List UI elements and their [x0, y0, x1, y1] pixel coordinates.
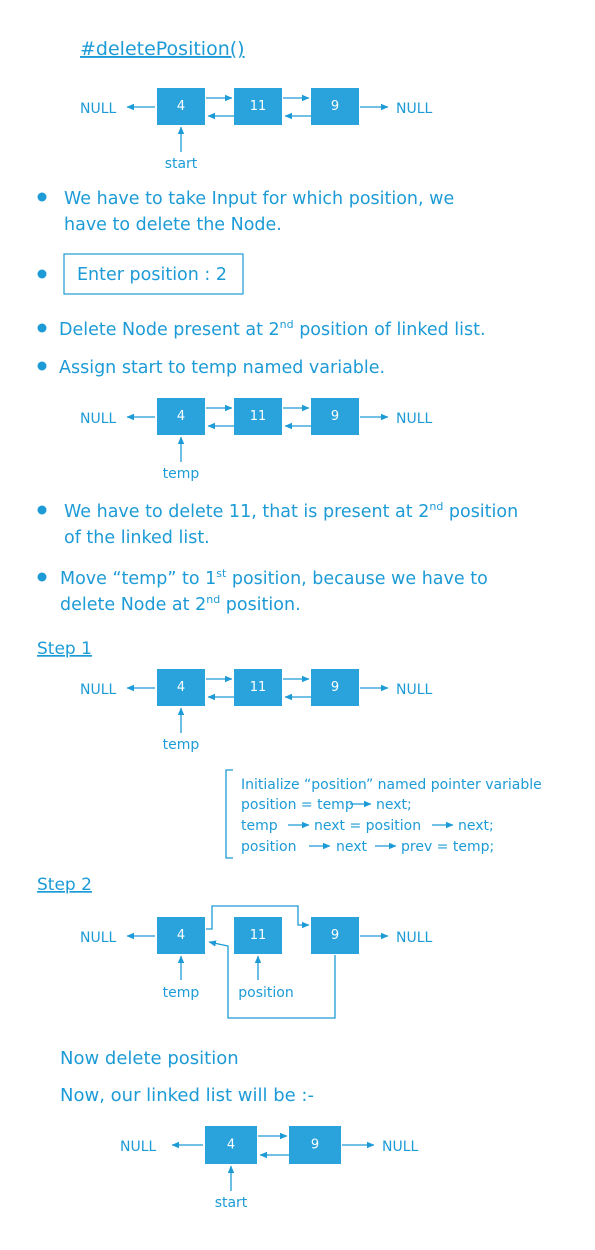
- temp-label: temp: [163, 466, 200, 482]
- position-label: position: [238, 985, 293, 1001]
- node-9: [289, 1126, 341, 1164]
- list-diagram-step1: NULL 4 11 9 NULL temp: [80, 669, 433, 753]
- code-line-4a: position: [241, 839, 296, 855]
- bullet-dot: [37, 323, 47, 333]
- bullet-dot: [37, 192, 47, 202]
- node-4-value: 4: [227, 1138, 235, 1153]
- null-label-right: NULL: [396, 411, 433, 427]
- code-line-2a: position = temp: [241, 797, 354, 813]
- code-line-3c: next;: [458, 818, 494, 834]
- node-9-value: 9: [331, 680, 339, 695]
- node-4: [157, 88, 205, 125]
- code-line-3a: temp: [241, 818, 278, 834]
- prev-link-9-to-4: [208, 940, 336, 1019]
- null-label-left: NULL: [80, 930, 117, 946]
- code-block: Initialize “position” named pointer vari…: [225, 769, 542, 859]
- null-label-right: NULL: [382, 1139, 419, 1155]
- bullet-text: Assign start to temp named variable.: [59, 358, 385, 378]
- node-11: [234, 669, 282, 706]
- code-bracket: [225, 769, 233, 859]
- input-box: [63, 253, 244, 295]
- node-4: [205, 1126, 257, 1164]
- null-label-right: NULL: [396, 101, 433, 117]
- null-label-left: NULL: [80, 411, 117, 427]
- code-line-4c: prev = temp;: [401, 839, 494, 855]
- node-4: [157, 917, 205, 954]
- temp-label: temp: [163, 985, 200, 1001]
- node-9: [311, 917, 359, 954]
- node-4: [157, 669, 205, 706]
- node-9-value: 9: [331, 99, 339, 114]
- bullet-text: have to delete the Node.: [64, 215, 282, 235]
- bullet-dot: [37, 572, 47, 582]
- null-label-right: NULL: [396, 682, 433, 698]
- list-diagram-step2: NULL 4 11 9 NULL temp position: [80, 905, 433, 1019]
- start-label: start: [215, 1195, 248, 1211]
- list-diagram-temp: NULL 4 11 9 NULL temp: [80, 398, 433, 482]
- node-11-value: 11: [250, 99, 267, 114]
- temp-label: temp: [163, 737, 200, 753]
- next-link-4-to-9: [206, 905, 310, 930]
- node-4-value: 4: [177, 928, 185, 943]
- node-4-value: 4: [177, 409, 185, 424]
- node-11-value: 11: [250, 680, 267, 695]
- node-11: [234, 88, 282, 125]
- bullet-text: of the linked list.: [64, 528, 210, 548]
- null-label-left: NULL: [120, 1139, 157, 1155]
- node-9-value: 9: [311, 1138, 319, 1153]
- node-11-value: 11: [250, 409, 267, 424]
- bullet-text: Move “temp” to 1st position, because we …: [60, 567, 488, 589]
- node-9: [311, 669, 359, 706]
- node-9-value: 9: [331, 928, 339, 943]
- step-2-heading: Step 2: [37, 875, 92, 895]
- bullet-text: We have to delete 11, that is present at…: [64, 500, 518, 522]
- bullet-text: Delete Node present at 2nd position of l…: [59, 318, 486, 340]
- node-4: [157, 398, 205, 435]
- node-4-value: 4: [177, 680, 185, 695]
- code-line-2b: next;: [376, 797, 412, 813]
- node-11: [234, 917, 282, 954]
- step-1-heading: Step 1: [37, 639, 92, 659]
- bullet-text: We have to take Input for which position…: [64, 189, 454, 209]
- list-diagram-initial: NULL 4 11 9 NULL start: [80, 88, 433, 172]
- bullet-dot: [37, 505, 47, 515]
- conclusion-line-2: Now, our linked list will be :-: [60, 1085, 314, 1106]
- code-line-4b: next: [336, 839, 368, 855]
- node-9: [311, 88, 359, 125]
- code-line-1: Initialize “position” named pointer vari…: [241, 777, 542, 793]
- node-11-value: 11: [250, 928, 267, 943]
- input-box-text: Enter position : 2: [77, 265, 227, 285]
- bullet-dot: [37, 269, 47, 279]
- null-label-left: NULL: [80, 682, 117, 698]
- bullet-dot: [37, 361, 47, 371]
- node-9-value: 9: [331, 409, 339, 424]
- node-11: [234, 398, 282, 435]
- start-label: start: [165, 156, 198, 172]
- node-4-value: 4: [177, 99, 185, 114]
- code-line-3b: next = position: [314, 818, 421, 834]
- bullet-text: delete Node at 2nd position.: [60, 593, 301, 615]
- page-title: #deletePosition(): [80, 38, 245, 60]
- node-9: [311, 398, 359, 435]
- list-diagram-final: NULL 4 9 NULL start: [120, 1126, 419, 1211]
- conclusion-line-1: Now delete position: [60, 1048, 239, 1069]
- null-label-right: NULL: [396, 930, 433, 946]
- null-label-left: NULL: [80, 101, 117, 117]
